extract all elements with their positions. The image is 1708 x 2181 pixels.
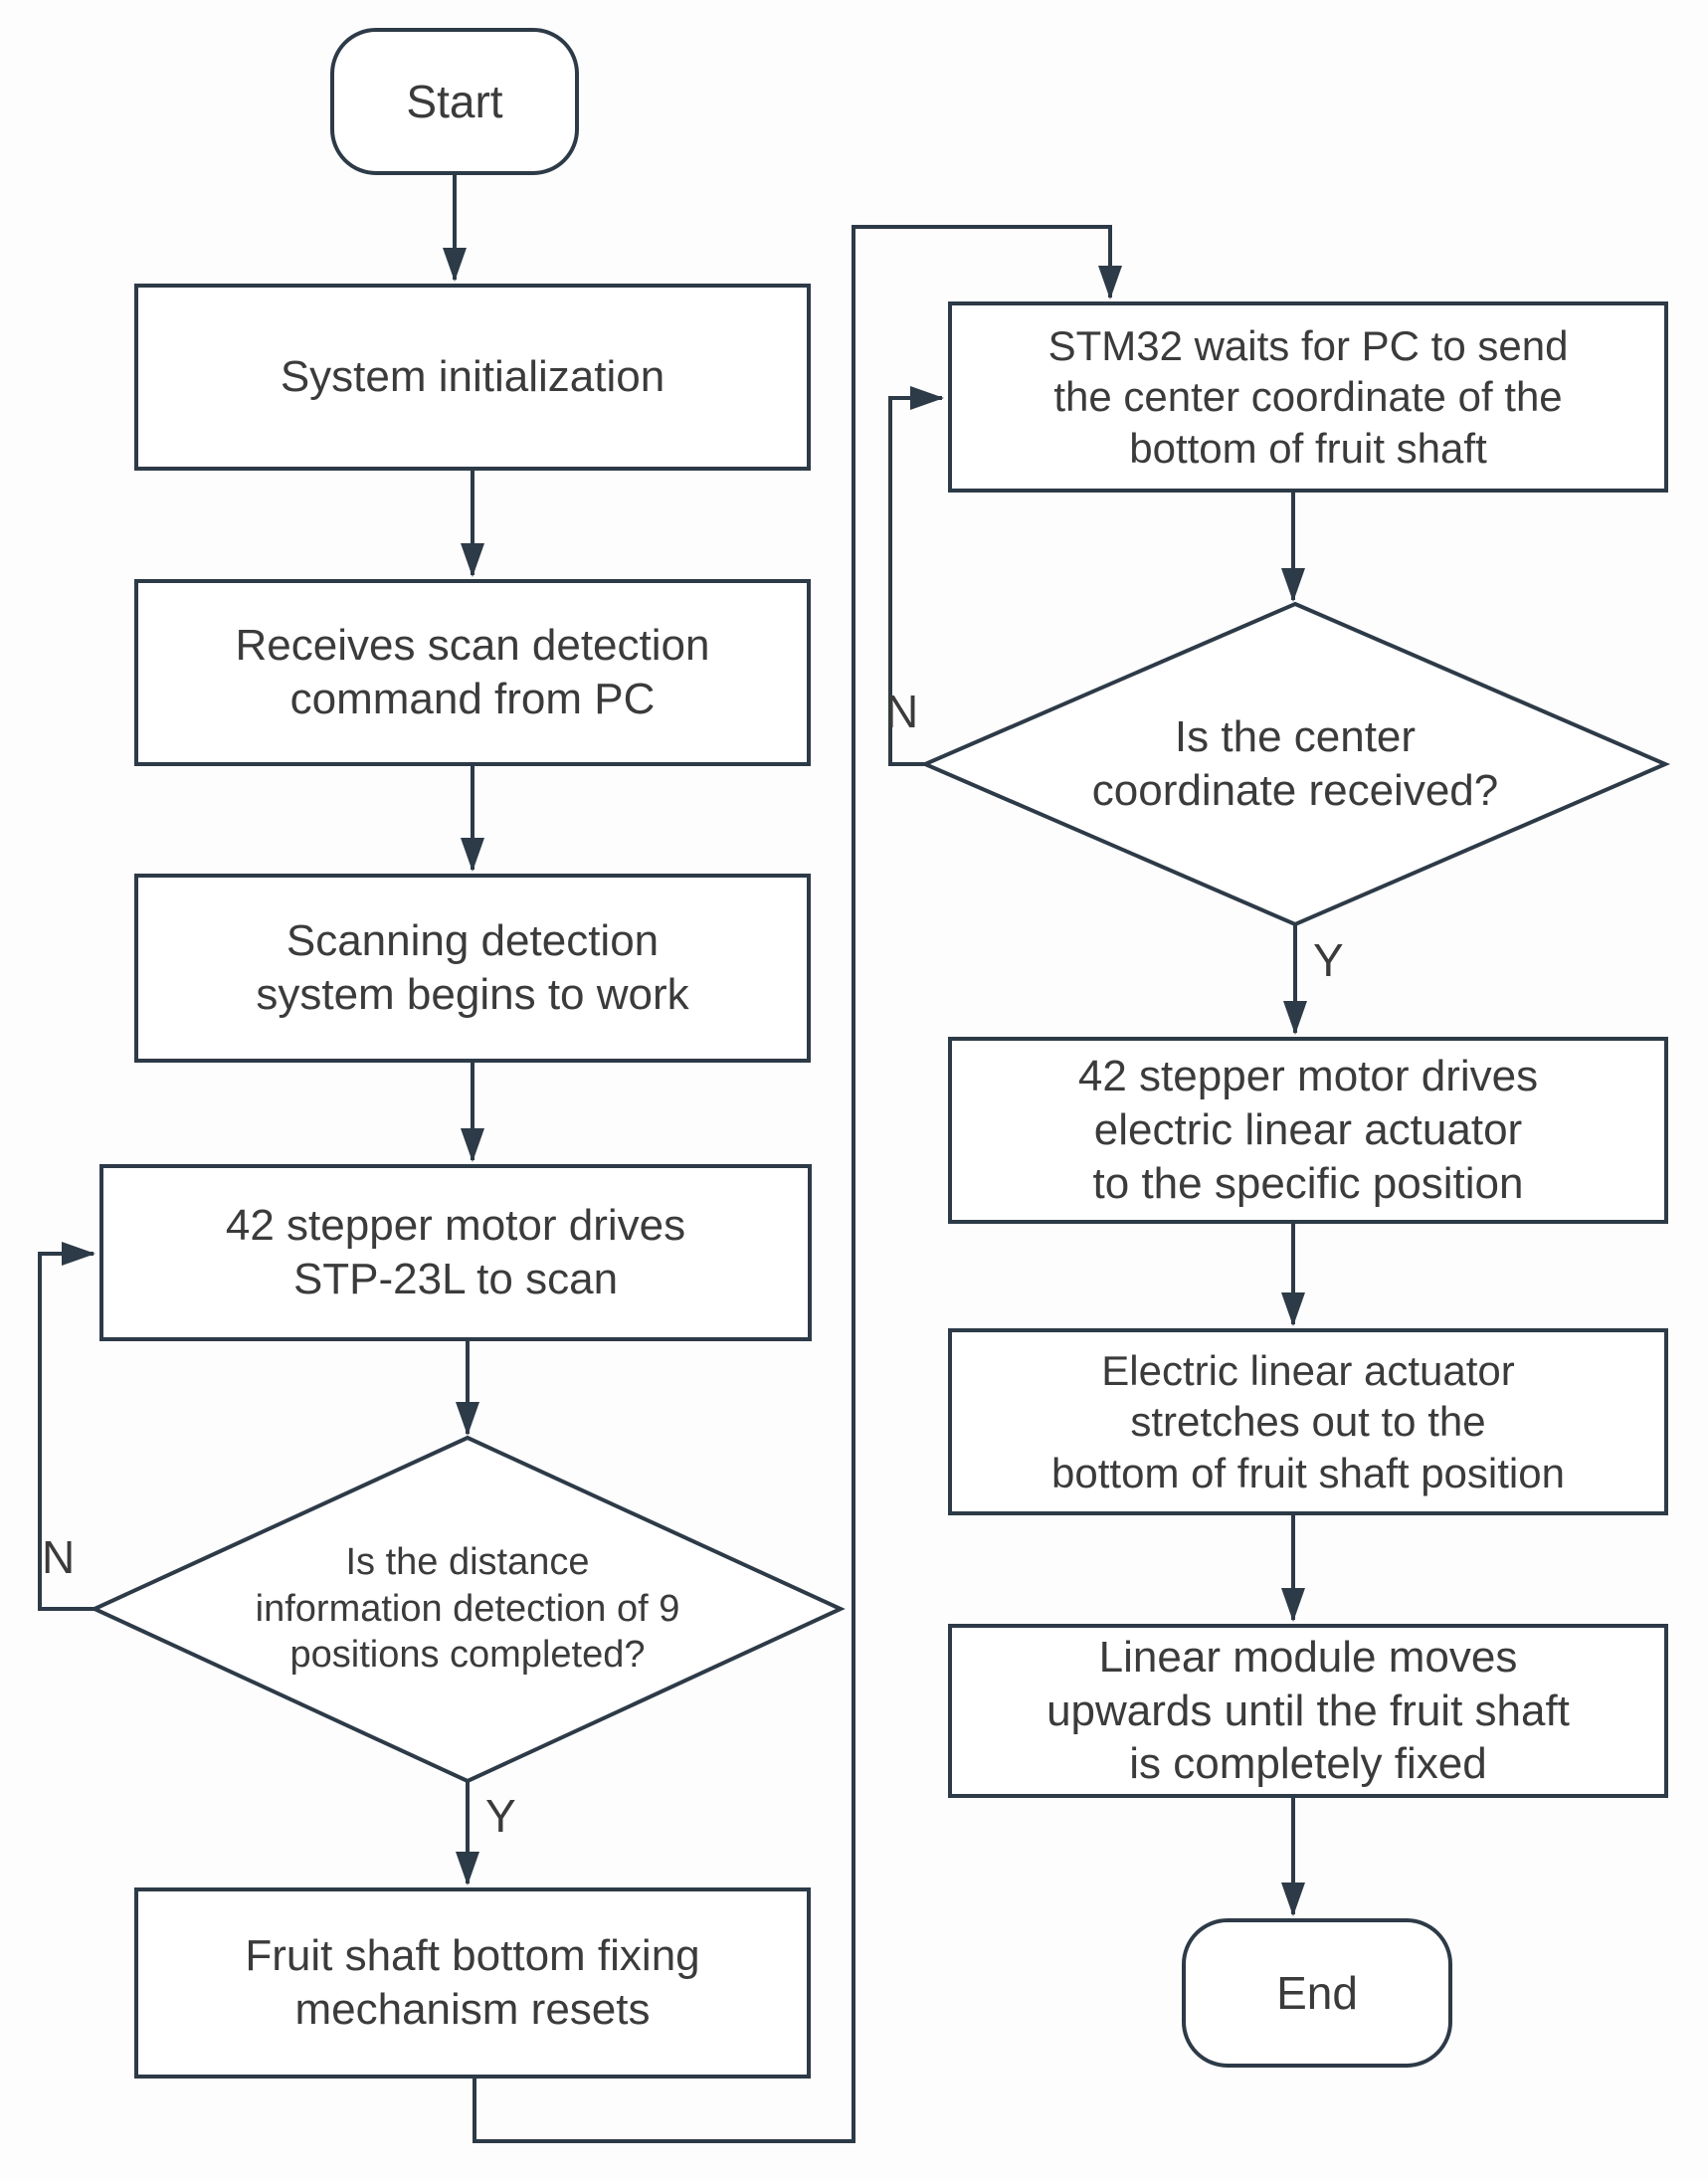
distance-decision-label: Is the distance information detection of…: [255, 1541, 680, 1677]
stepper-scan-label: 42 stepper motor drives STP-23L to scan: [225, 1201, 686, 1303]
stepper-actuator-label: 42 stepper motor drives electric linear …: [1077, 1052, 1539, 1208]
end-label: End: [1276, 1967, 1358, 2019]
system-initialization-label: System initialization: [280, 352, 665, 402]
process-stepper-scan: 42 stepper motor drives STP-23L to scan: [99, 1164, 812, 1341]
start-label: Start: [406, 76, 503, 127]
branch-label-coordinate-yes: Y: [1313, 934, 1344, 986]
process-stm32-waits: STM32 waits for PC to send the center co…: [948, 301, 1668, 493]
start-terminator: Start: [330, 28, 579, 175]
process-scanning-begins: Scanning detection system begins to work: [134, 874, 811, 1063]
loop-distance-no: [38, 1242, 95, 1611]
loop-coordinate-no: [888, 386, 944, 766]
process-linear-module: Linear module moves upwards until the fr…: [948, 1624, 1668, 1798]
process-fixing-resets: Fruit shaft bottom fixing mechanism rese…: [134, 1887, 811, 2079]
stm32-waits-label: STM32 waits for PC to send the center co…: [1047, 322, 1569, 472]
decision-coordinate-text: Is the center coordinate received?: [997, 655, 1594, 874]
branch-label-coordinate-no: N: [885, 686, 919, 737]
scanning-begins-label: Scanning detection system begins to work: [256, 916, 689, 1019]
branch-label-distance-yes: Y: [485, 1790, 516, 1842]
decision-distance-diamond: [90, 1435, 846, 1784]
end-terminator: End: [1182, 1918, 1452, 2068]
actuator-stretches-label: Electric linear actuator stretches out t…: [1051, 1347, 1565, 1496]
branch-label-distance-no: N: [42, 1531, 76, 1583]
decision-coordinate-diamond: [919, 601, 1671, 927]
connector-reset-to-stm32: [473, 225, 1122, 2143]
linear-module-label: Linear module moves upwards until the fr…: [1046, 1632, 1570, 1789]
process-actuator-stretches: Electric linear actuator stretches out t…: [948, 1328, 1668, 1515]
fixing-resets-label: Fruit shaft bottom fixing mechanism rese…: [245, 1931, 700, 2034]
process-system-initialization: System initialization: [134, 284, 811, 471]
decision-distance-text: Is the distance information detection of…: [144, 1489, 791, 1728]
receive-command-label: Receives scan detection command from PC: [235, 621, 710, 723]
process-receive-command: Receives scan detection command from PC: [134, 579, 811, 766]
process-stepper-actuator: 42 stepper motor drives electric linear …: [948, 1037, 1668, 1224]
coordinate-decision-label: Is the center coordinate received?: [1091, 712, 1499, 815]
